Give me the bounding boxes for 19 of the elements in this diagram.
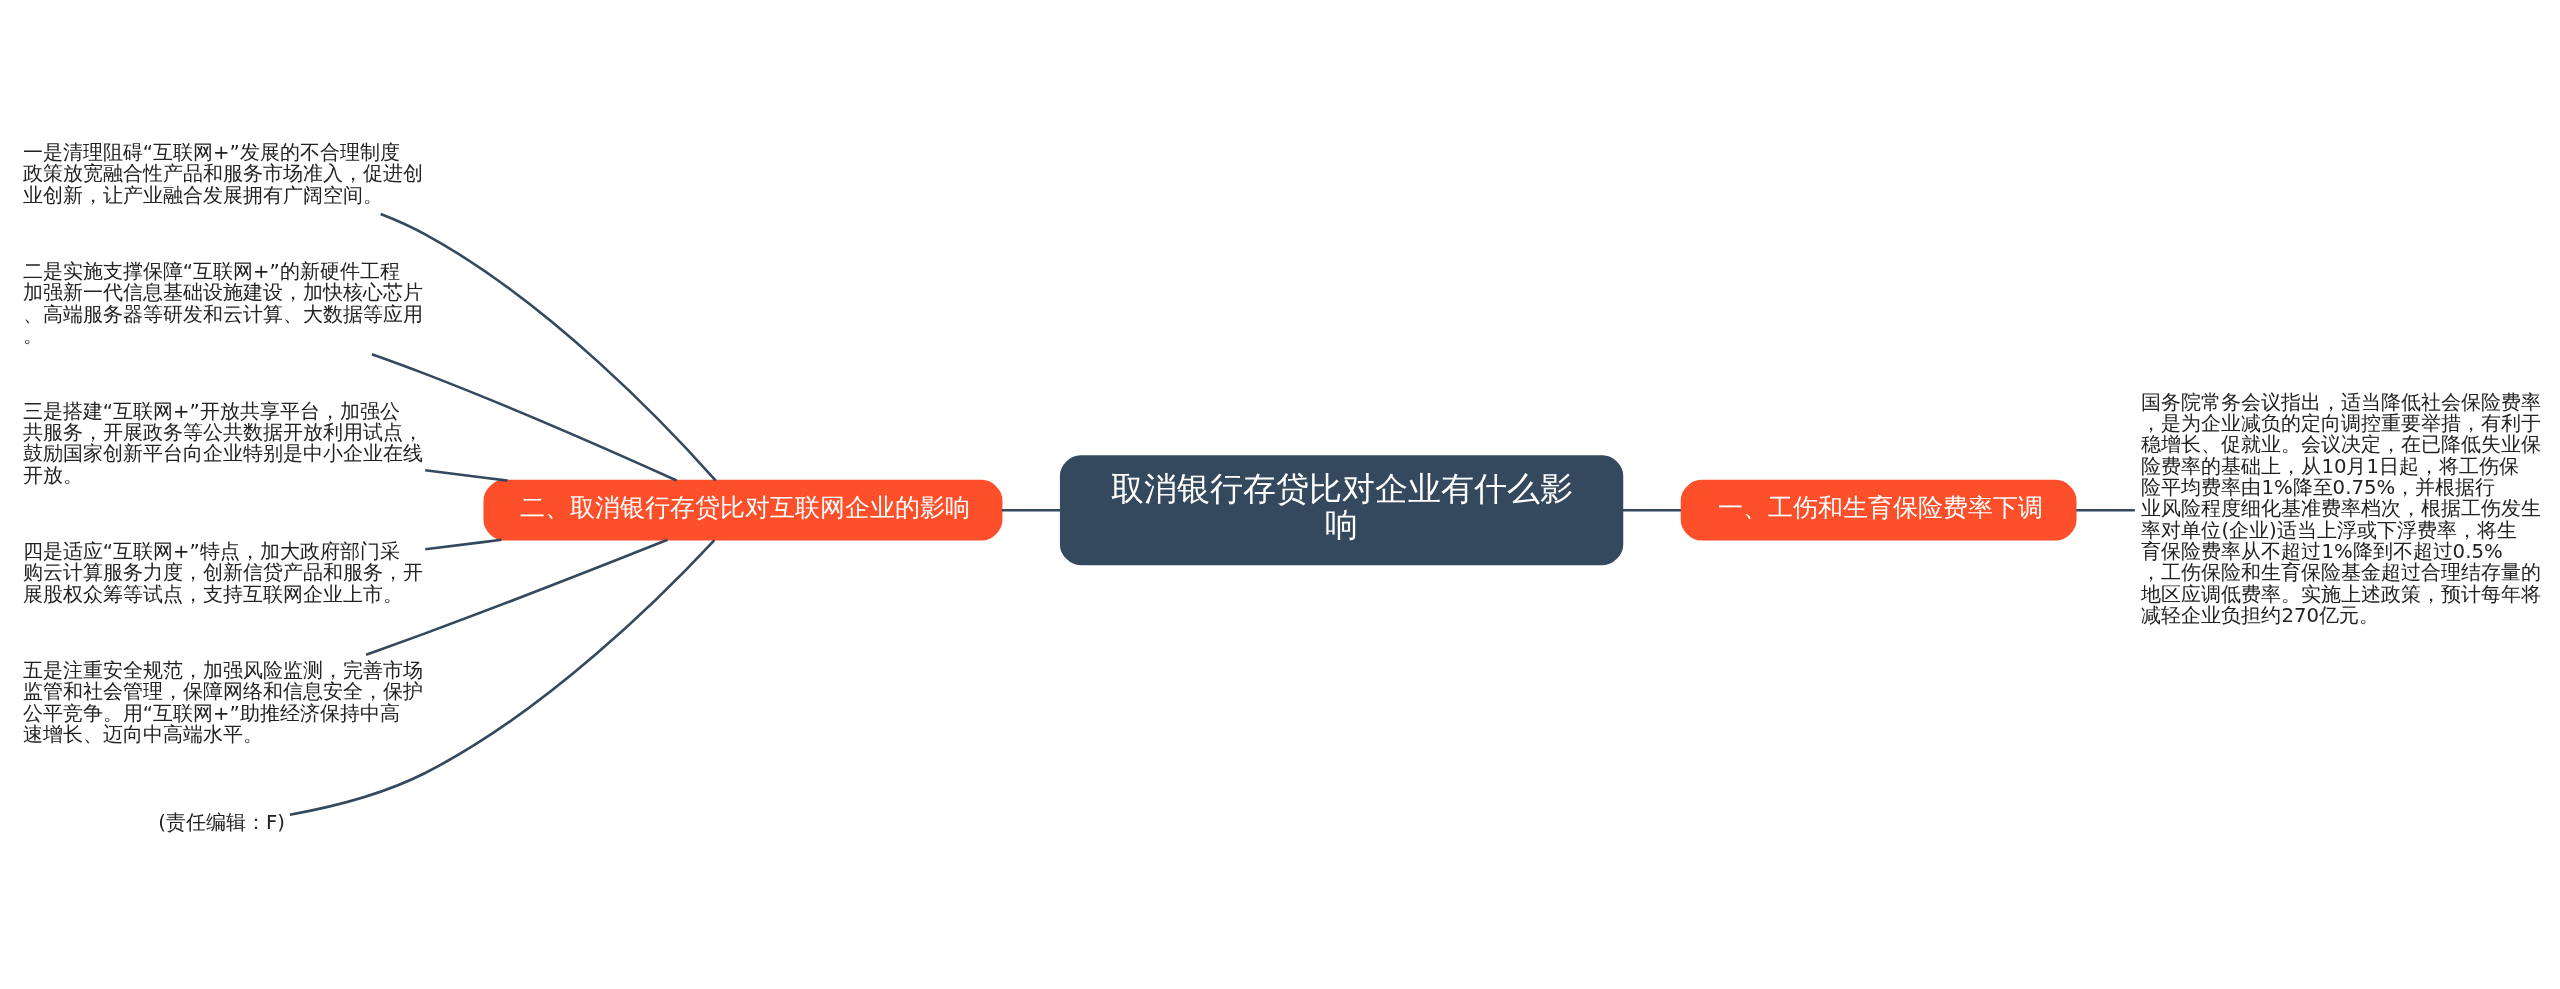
connector: [371, 352, 678, 482]
node-text: 五是注重安全规范，加强风险监测，完善市场监管和社会管理，保障网络和信息安全，保护公平竞争。用“互联网+”助推经济保持中高速增长、迈向中高端水平。: [22, 658, 423, 746]
node-box: 取消银行存贷比对企业有什么影响: [1059, 454, 1624, 565]
node-box: 二、取消银行存贷比对互联网企业的影响: [483, 479, 1003, 541]
connector: [1622, 508, 1681, 511]
connector: [2076, 508, 2135, 511]
connector: [1001, 508, 1061, 511]
node-text: 二是实施支撑保障“互联网+”的新硬件工程加强新一代信息基础设施建设，加快核心芯片、高端服务器等研发和云计算、大数据等应用。: [22, 259, 423, 347]
connector: [380, 212, 717, 481]
node-text: 一是清理阻碍“互联网+”发展的不合理制度政策放宽融合性产品和服务市场准入，促进创业创新，让产业融合发展拥有广阔空间。: [22, 140, 423, 207]
node-text: (责任编辑：F): [158, 810, 285, 834]
node-box: 一、工伤和生育保险费率下调: [1680, 479, 2077, 541]
node-text: 三是搭建“互联网+”开放共享平台，加强公共服务，开展政务等公共数据开放利用试点，鼓励国家创新平台向企业特别是中小企业在线开放。: [22, 399, 423, 487]
node-text: 四是适应“互联网+”特点，加大政府部门采购云计算服务力度，创新信贷产品和服务，开展股权众筹等试点，支持互联网企业上市。: [22, 539, 423, 606]
node-text: 国务院常务会议指出，适当降低社会保险费率，是为企业减负的定向调控重要举措，有利于稳增长、促就业。会议决定，在已降低失业保险费率的基础上，从10月1日起，将工伤保险平均费率由1%降至0.75%，并根据行业风险程度细化基准费率档次，根据工伤发生率对单位(企业)适当上浮或下浮费率，将生育保险费率从不超过1%降到不超过0.5%，工伤保险和生育保险基金超过合理结存量的地区应调低费率。实施上述政策，预计每年将减轻企业负担约270亿元。: [2141, 390, 2542, 627]
connector: [425, 538, 502, 550]
connector: [425, 468, 508, 482]
connector: [365, 538, 668, 656]
connector: [289, 538, 716, 816]
